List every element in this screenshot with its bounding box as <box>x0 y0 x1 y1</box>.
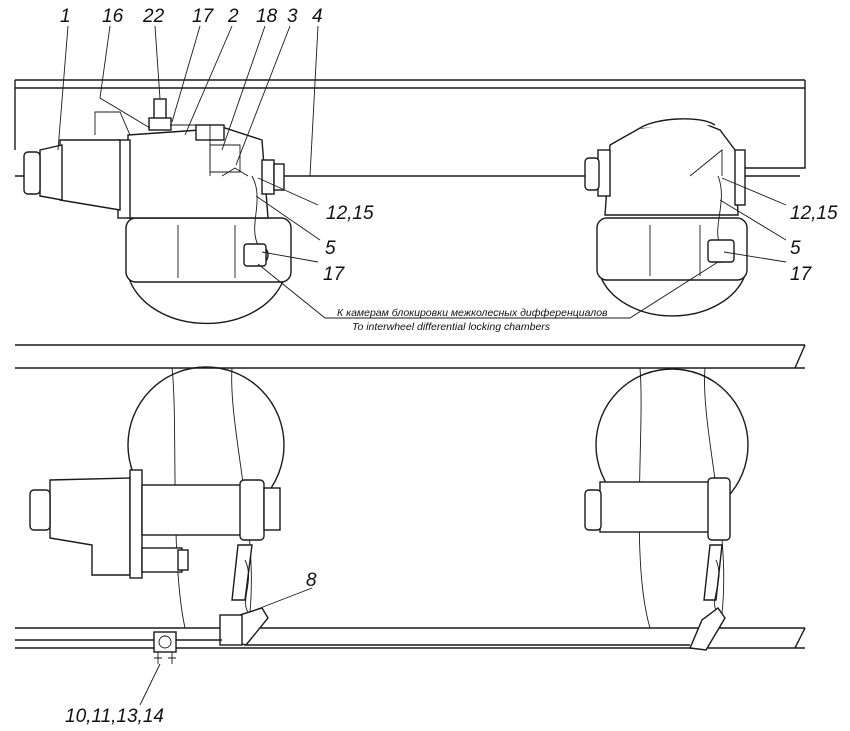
callout-17-right: 17 <box>790 264 813 285</box>
differential-lock-chamber-8-right <box>688 607 726 651</box>
valve-10-11-13-14 <box>153 631 177 664</box>
right-rear-axle <box>584 118 748 317</box>
plan-hoses <box>231 544 723 613</box>
callout-3: 3 <box>287 6 298 27</box>
callout-leaders <box>57 25 787 706</box>
callout-22: 22 <box>142 6 165 27</box>
callout-5-left: 5 <box>325 238 336 259</box>
left-rear-axle <box>23 98 292 325</box>
callout-8: 8 <box>306 570 317 591</box>
caption-leader-lines <box>257 261 719 319</box>
caption-en: To interwheel differential locking chamb… <box>352 321 551 333</box>
caption-ru: К камерам блокировки межколесных диффере… <box>337 307 608 319</box>
differential-lock-chamber-8-left <box>219 607 269 646</box>
bottom-frame-rail-bottom <box>15 627 806 649</box>
top-frame-rail <box>14 79 806 169</box>
callout-17-top: 17 <box>192 6 215 27</box>
callout-2: 2 <box>227 6 239 27</box>
air-line-plan <box>15 639 690 646</box>
callout-4: 4 <box>312 6 323 27</box>
callout-12-15-right: 12,15 <box>790 203 838 224</box>
callout-12-15-left: 12,15 <box>326 203 374 224</box>
callout-10-11-13-14: 10,11,13,14 <box>65 706 164 727</box>
bottom-frame-rail-top <box>15 344 806 369</box>
callout-1: 1 <box>60 6 71 27</box>
right-wheel-plan <box>584 367 749 629</box>
callout-17-left: 17 <box>323 264 346 285</box>
callout-5-right: 5 <box>790 238 801 259</box>
callout-16: 16 <box>102 6 124 27</box>
callout-18: 18 <box>256 6 278 27</box>
left-wheel-plan <box>29 366 285 629</box>
